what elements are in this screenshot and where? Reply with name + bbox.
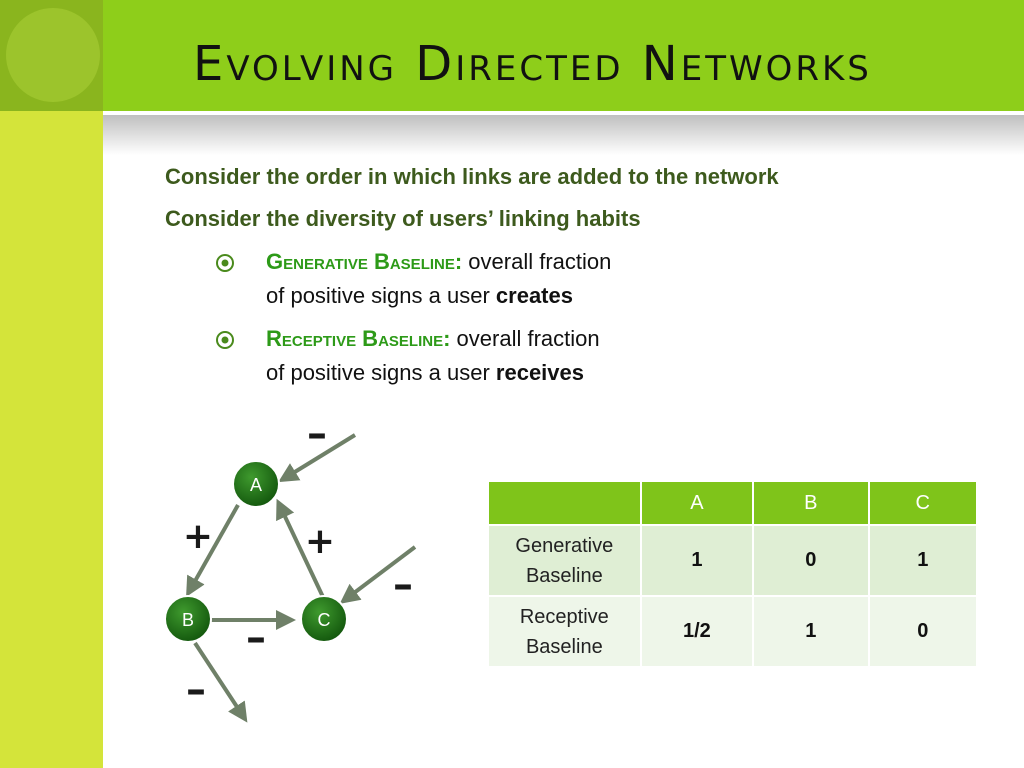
edge-b-out — [193, 641, 248, 723]
left-accent-bar — [0, 0, 103, 768]
baseline-table: A B C Generative Baseline 1 0 1 Receptiv… — [487, 480, 979, 668]
generative-text: overall fraction — [462, 249, 612, 274]
generative-emphasis: creates — [495, 283, 573, 308]
table-header-row: A B C — [487, 480, 979, 526]
table-header-b: B — [752, 480, 870, 526]
corner-block — [0, 0, 103, 111]
cell-generative-b: 0 — [752, 524, 870, 597]
title-bar: Evolving Directed Networks — [103, 0, 1024, 111]
row-label-generative: Generative Baseline — [487, 524, 642, 597]
table-row: Receptive Baseline 1/2 1 0 — [487, 595, 979, 668]
bullet-receptive: Receptive Baseline: overall fraction of … — [266, 322, 746, 390]
network-diagram: – + + – – – A B C — [164, 420, 417, 723]
table-header-c: C — [867, 480, 979, 526]
node-c: C — [300, 595, 348, 643]
bullet-generative: Generative Baseline: overall fraction of… — [266, 245, 746, 313]
receptive-term: Receptive Baseline: — [266, 326, 451, 351]
node-b: B — [164, 595, 212, 643]
edge-in-a — [278, 433, 357, 483]
node-c-label: C — [318, 610, 331, 630]
generative-text-2: of positive signs a user — [266, 283, 496, 308]
bullet-circle-icon — [216, 254, 234, 272]
body-line-1: Consider the order in which links are ad… — [165, 164, 779, 189]
body-line-2: Consider the diversity of users’ linking… — [165, 206, 641, 231]
sign-b-c: – — [246, 615, 266, 661]
receptive-text-2: of positive signs a user — [266, 360, 496, 385]
edge-a-b — [186, 504, 240, 597]
bullet-circle-icon — [216, 331, 234, 349]
corner-circle-decoration — [6, 8, 100, 102]
row-label-receptive: Receptive Baseline — [487, 595, 642, 668]
receptive-emphasis: receives — [495, 360, 584, 385]
cell-generative-c: 1 — [867, 524, 979, 597]
receptive-text: overall fraction — [450, 326, 600, 351]
cell-receptive-a: 1/2 — [639, 595, 755, 668]
cell-generative-a: 1 — [639, 524, 755, 597]
sign-b-out: – — [186, 667, 206, 713]
header-divider — [103, 111, 1024, 115]
node-b-label: B — [182, 610, 194, 630]
edge-c-a — [276, 498, 325, 598]
sign-a-b: + — [183, 516, 213, 557]
table-row: Generative Baseline 1 0 1 — [487, 524, 979, 597]
header-shadow — [103, 115, 1024, 155]
edge-in-c — [339, 545, 417, 604]
generative-term: Generative Baseline: — [266, 249, 463, 274]
node-a-label: A — [250, 475, 262, 495]
cell-receptive-b: 1 — [752, 595, 870, 668]
node-a: A — [232, 460, 280, 508]
table-header-blank — [487, 480, 642, 526]
cell-receptive-c: 0 — [867, 595, 979, 668]
sign-in-c: – — [393, 562, 413, 608]
slide-title: Evolving Directed Networks — [193, 36, 872, 92]
table-header-a: A — [639, 480, 755, 526]
sign-c-a: + — [305, 521, 335, 562]
sign-in-a: – — [307, 420, 327, 457]
